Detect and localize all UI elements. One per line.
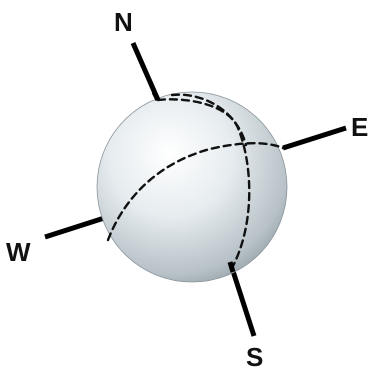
equator-dashed-line <box>106 142 285 242</box>
axis-south-inner <box>227 261 236 273</box>
meridian-dashed-line <box>156 98 251 270</box>
north-label: N <box>114 7 133 37</box>
axis-north <box>130 41 161 102</box>
axis-north-inner <box>151 90 161 102</box>
east-label: E <box>351 112 368 142</box>
west-label: W <box>6 237 31 267</box>
sphere <box>96 91 288 283</box>
rear-dashed-arc <box>170 93 248 147</box>
south-label: S <box>246 342 263 372</box>
axis-east <box>282 125 347 151</box>
axis-south <box>229 267 257 337</box>
